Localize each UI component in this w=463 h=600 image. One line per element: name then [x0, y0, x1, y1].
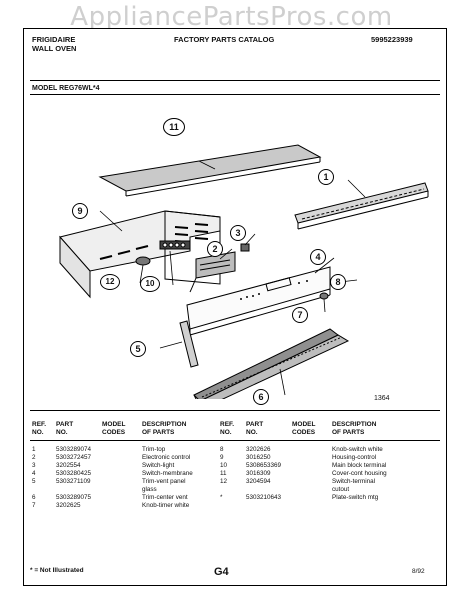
left-col-ref-header: REF.NO. — [32, 421, 47, 436]
part-6-trim-center-vent — [193, 328, 350, 399]
table-row: glass — [142, 486, 157, 493]
callout-12: 12 — [100, 274, 120, 290]
part-5-trim-vent-panel — [179, 320, 199, 368]
callout-9: 9 — [72, 203, 88, 219]
not-illustrated-note: * = Not Illustrated — [30, 567, 84, 574]
brand-name: FRIGIDAIRE — [32, 35, 76, 44]
callout-3: 3 — [230, 225, 246, 241]
callout-8: 8 — [330, 274, 346, 290]
catalog-date: 8/92 — [412, 568, 425, 575]
right-col-ref-header: REF.NO. — [220, 421, 235, 436]
table-row: cutout — [332, 486, 350, 493]
table-header-divider — [30, 440, 440, 441]
exploded-parts-diagram — [59, 144, 429, 399]
callout-6: 6 — [253, 389, 269, 405]
callout-11: 11 — [163, 118, 185, 136]
header-divider — [30, 80, 440, 81]
callout-5: 5 — [130, 341, 146, 357]
model-divider — [30, 94, 440, 95]
table-top-divider — [30, 410, 440, 411]
part-9-housing-control — [59, 210, 221, 299]
site-watermark: AppliancePartsPros.com — [70, 2, 393, 32]
callout-10: 10 — [140, 276, 160, 292]
part-7-knob-timer — [319, 292, 329, 300]
part-2-electronic-control — [189, 251, 236, 293]
drawing-number: 1364 — [374, 395, 390, 402]
part-12-switch-terminal — [135, 256, 151, 266]
part-10-main-block-terminal — [159, 240, 191, 250]
page-number: G4 — [214, 566, 229, 578]
part-1-trim-top — [294, 182, 429, 230]
callout-4: 4 — [310, 249, 326, 265]
part-3-switch-light — [240, 243, 250, 252]
callout-1: 1 — [318, 169, 334, 185]
callout-7: 7 — [292, 307, 308, 323]
header-brand-block: FRIGIDAIRE WALL OVEN — [32, 35, 76, 53]
catalog-title: FACTORY PARTS CATALOG — [174, 35, 275, 44]
model-number: MODEL REG76WL*4 — [32, 85, 100, 92]
callout-2: 2 — [207, 241, 223, 257]
catalog-number: 5995223939 — [371, 35, 413, 44]
product-name: WALL OVEN — [32, 44, 77, 53]
part-4-switch-membrane — [186, 266, 331, 336]
parts-catalog-page: FRIGIDAIRE WALL OVEN FACTORY PARTS CATAL… — [23, 28, 447, 586]
part-11-cover-cont-housing — [98, 144, 322, 197]
